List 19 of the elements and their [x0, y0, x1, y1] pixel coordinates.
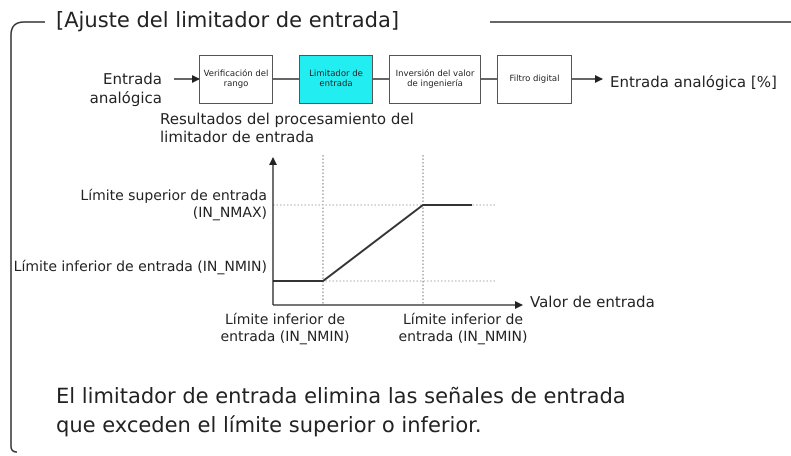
- process-box: Verificación del rango: [199, 55, 273, 104]
- process-box: Limitador de entrada: [299, 55, 373, 104]
- axis-label: Límite superior de entrada (IN_NMAX): [79, 188, 267, 222]
- output-label: Entrada analógica [%]: [610, 58, 790, 106]
- connector: [572, 75, 603, 83]
- axis-title: Resultados del procesamiento del limitador de entrada: [160, 110, 415, 146]
- input-label: Entrada analógica: [62, 66, 162, 112]
- axis-label: Límite inferior de entrada (IN_NMIN): [220, 312, 350, 346]
- caption: El limitador de entrada elimina las señales de entrada que exceden el límite superior o inferior.: [56, 383, 627, 440]
- axis-label: Límite inferior de entrada (IN_NMIN): [398, 312, 528, 346]
- process-box: Inversión del valor de ingeniería: [389, 55, 481, 104]
- connector: [273, 78, 299, 80]
- connector: [481, 78, 497, 80]
- axis-title: Valor de entrada: [530, 294, 656, 312]
- connector: [174, 75, 200, 83]
- axis-label: Límite inferior de entrada (IN_NMIN): [12, 259, 267, 276]
- connector: [373, 78, 389, 80]
- frame-title: [Ajuste del limitador de entrada]: [56, 8, 400, 34]
- process-box: Filtro digital: [497, 55, 572, 104]
